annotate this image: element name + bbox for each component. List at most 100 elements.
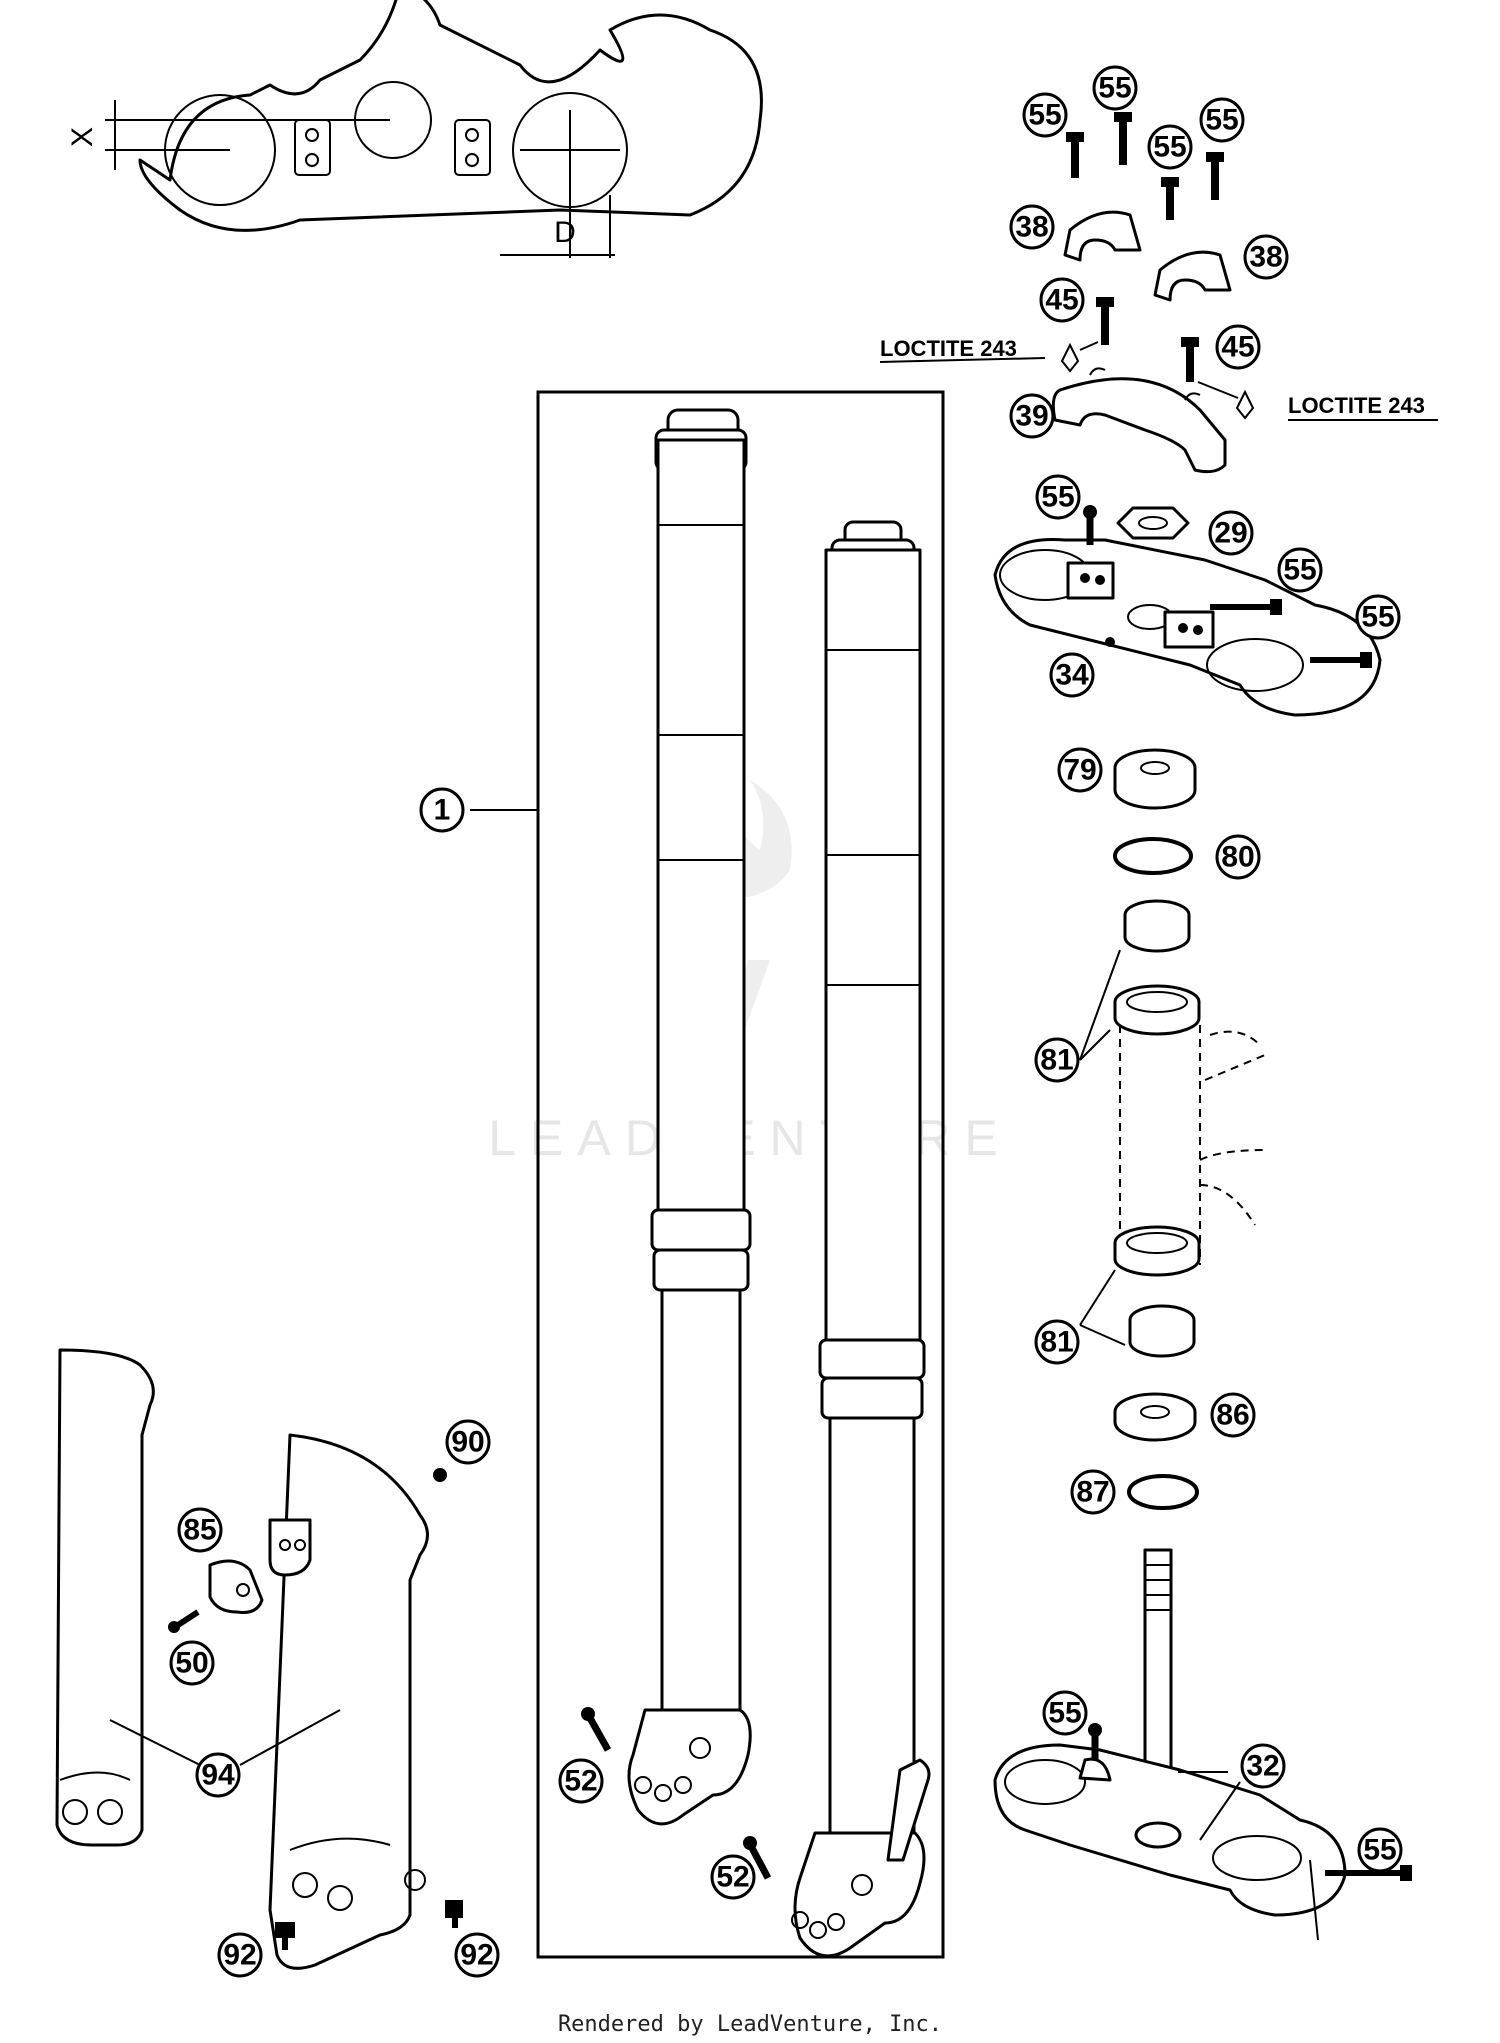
footer-credit: Rendered by LeadVenture, Inc.: [557, 2012, 943, 2037]
svg-text:55: 55: [1048, 1697, 1081, 1730]
handlebar-mount-39: [1051, 377, 1227, 474]
svg-text:80: 80: [1221, 841, 1254, 874]
svg-text:45: 45: [1045, 284, 1078, 317]
callout-38a: 38: [1009, 204, 1055, 250]
svg-text:1: 1: [434, 794, 451, 827]
svg-text:55: 55: [1205, 104, 1238, 137]
svg-text:92: 92: [460, 1939, 493, 1972]
bolts-45: [1060, 297, 1255, 420]
nut-90: [433, 1468, 447, 1482]
svg-text:52: 52: [716, 1861, 749, 1894]
callout-55f: 55: [1277, 547, 1323, 593]
loctite-note-right: LOCTITE 243: [1288, 393, 1425, 418]
svg-text:55: 55: [1361, 601, 1394, 634]
fork-guard-left: [55, 1348, 155, 1847]
steering-nut-29: [1116, 506, 1190, 540]
handlebar-clamp-38-left: [1063, 210, 1142, 262]
triple-clamp-dimension-detail: X D: [66, 0, 763, 258]
svg-text:39: 39: [1015, 400, 1048, 433]
callout-55i: 55: [1357, 1827, 1403, 1873]
callout-50: 50: [169, 1640, 215, 1686]
svg-text:50: 50: [175, 1647, 208, 1680]
dimension-d-label: D: [554, 216, 576, 249]
callout-80: 80: [1215, 834, 1261, 880]
watermark: LEADVENTURE: [488, 780, 1012, 1166]
svg-text:29: 29: [1214, 517, 1247, 550]
fork-leg-right: [791, 520, 931, 1958]
callout-52b: 52: [710, 1854, 756, 1900]
svg-text:81: 81: [1040, 1326, 1073, 1359]
svg-text:55: 55: [1153, 131, 1186, 164]
screw-50: [168, 1609, 200, 1633]
bearing-81-lower: [1113, 1225, 1201, 1358]
callout-55e: 55: [1035, 474, 1081, 520]
svg-text:94: 94: [201, 1759, 235, 1792]
svg-text:79: 79: [1063, 754, 1096, 787]
o-ring-80: [1113, 837, 1193, 875]
callout-52a: 52: [558, 1758, 604, 1804]
bolt-52-left: [581, 1707, 612, 1752]
frame-head-outline: [1119, 1025, 1266, 1265]
callout-86: 86: [1210, 1392, 1256, 1438]
callout-39: 39: [1009, 393, 1055, 439]
loctite-note-left: LOCTITE 243: [880, 336, 1017, 361]
upper-triple-clamp-34: [993, 537, 1382, 717]
callout-92b: 92: [454, 1932, 500, 1978]
callout-34: 34: [1049, 652, 1095, 698]
clamp-85: [208, 1559, 264, 1614]
callout-45a: 45: [1039, 277, 1085, 323]
svg-text:55: 55: [1363, 1834, 1396, 1867]
svg-text:32: 32: [1246, 1750, 1279, 1783]
bolt-52-right: [743, 1836, 772, 1880]
svg-text:85: 85: [183, 1514, 216, 1547]
washer-79: [1113, 748, 1197, 810]
callout-90: 90: [445, 1419, 491, 1465]
callout-92a: 92: [217, 1932, 263, 1978]
svg-text:45: 45: [1221, 331, 1254, 364]
svg-text:81: 81: [1040, 1044, 1073, 1077]
callout-87: 87: [1070, 1469, 1116, 1515]
svg-text:92: 92: [223, 1939, 256, 1972]
callout-79: 79: [1057, 747, 1103, 793]
callout-85: 85: [177, 1507, 223, 1553]
callout-32: 32: [1240, 1743, 1286, 1789]
bearing-81-upper: [1113, 899, 1201, 1036]
svg-text:38: 38: [1015, 211, 1048, 244]
callout-81b: 81: [1034, 1319, 1080, 1365]
seal-86: [1113, 1392, 1197, 1442]
fork-leg-left: [627, 408, 752, 1826]
svg-text:90: 90: [451, 1426, 484, 1459]
callout-55h: 55: [1042, 1690, 1088, 1736]
svg-text:55: 55: [1283, 554, 1316, 587]
lower-triple-clamp-32: [993, 1548, 1412, 1917]
bolts-55-upper-clamp: [1083, 505, 1372, 668]
callout-55g: 55: [1355, 594, 1401, 640]
dimension-x-label: X: [66, 127, 99, 147]
callout-55b: 55: [1092, 65, 1138, 111]
callout-81a: 81: [1034, 1037, 1080, 1083]
fork-guard-right: [268, 1433, 429, 1970]
handlebar-clamp-38-right: [1153, 250, 1232, 302]
svg-text:52: 52: [564, 1765, 597, 1798]
svg-text:86: 86: [1216, 1399, 1249, 1432]
callout-55a: 55: [1022, 92, 1068, 138]
bolts-55-top: [1066, 112, 1224, 220]
bolt-92-right: [445, 1900, 463, 1928]
svg-text:55: 55: [1028, 99, 1061, 132]
callout-55d: 55: [1199, 97, 1245, 143]
watermark-text: LEADVENTURE: [488, 1110, 1012, 1166]
bolt-92-left: [275, 1922, 295, 1950]
svg-text:38: 38: [1249, 241, 1282, 274]
o-ring-87: [1127, 1474, 1199, 1510]
callout-38b: 38: [1243, 234, 1289, 280]
svg-text:55: 55: [1098, 72, 1131, 105]
svg-text:34: 34: [1055, 659, 1089, 692]
fork-assembly-box: [536, 390, 945, 1959]
svg-text:55: 55: [1041, 481, 1074, 514]
callout-29: 29: [1208, 510, 1254, 556]
svg-text:87: 87: [1076, 1476, 1109, 1509]
callout-1: 1: [419, 787, 465, 833]
callout-94: 94: [195, 1752, 241, 1798]
callout-45b: 45: [1215, 324, 1261, 370]
